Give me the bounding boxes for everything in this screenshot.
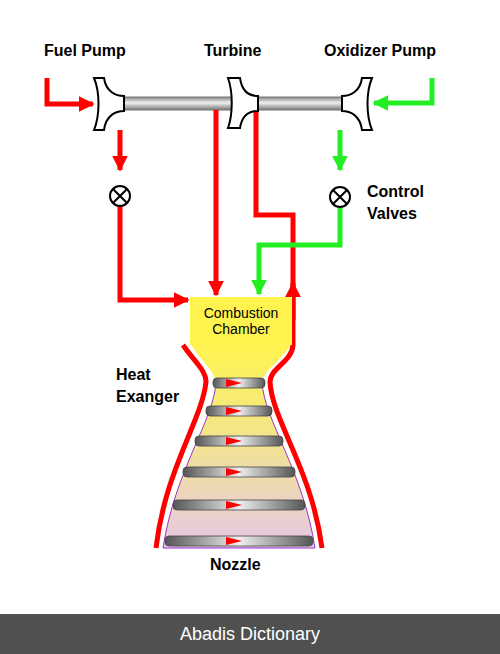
pump-label: Fuel Pump [44, 40, 126, 62]
exchanger-label: Heat Exanger [116, 364, 196, 407]
fuel-inlet [47, 78, 93, 104]
shaft [110, 97, 345, 110]
cooling-rings [165, 378, 313, 546]
valve-label: Control Valves [367, 181, 467, 224]
chamber-label: Combustion Chamber [190, 305, 292, 337]
oxidizer-line [338, 130, 343, 170]
turbine [228, 78, 258, 128]
control-valve [110, 186, 130, 206]
chamber-box: Combustion Chamber [190, 297, 292, 345]
oxidizer-line [259, 208, 340, 294]
fuel-line [120, 206, 188, 300]
turbine-exhaust [214, 110, 219, 295]
control-valve [330, 187, 350, 207]
fuel-pump [94, 78, 124, 130]
pump-label: Oxidizer Pump [324, 40, 436, 62]
turbine-label: Turbine [204, 40, 261, 62]
nozzle-label: Nozzle [210, 554, 261, 576]
heat-exchanger-jacket [156, 345, 206, 548]
fuel-line [118, 130, 123, 170]
watermark: Abadis Dictionary [0, 622, 500, 647]
oxidizer-inlet [374, 78, 432, 103]
watermark-bar [0, 614, 500, 654]
nozzle-exit [163, 548, 315, 549]
oxidizer-pump [342, 78, 372, 130]
